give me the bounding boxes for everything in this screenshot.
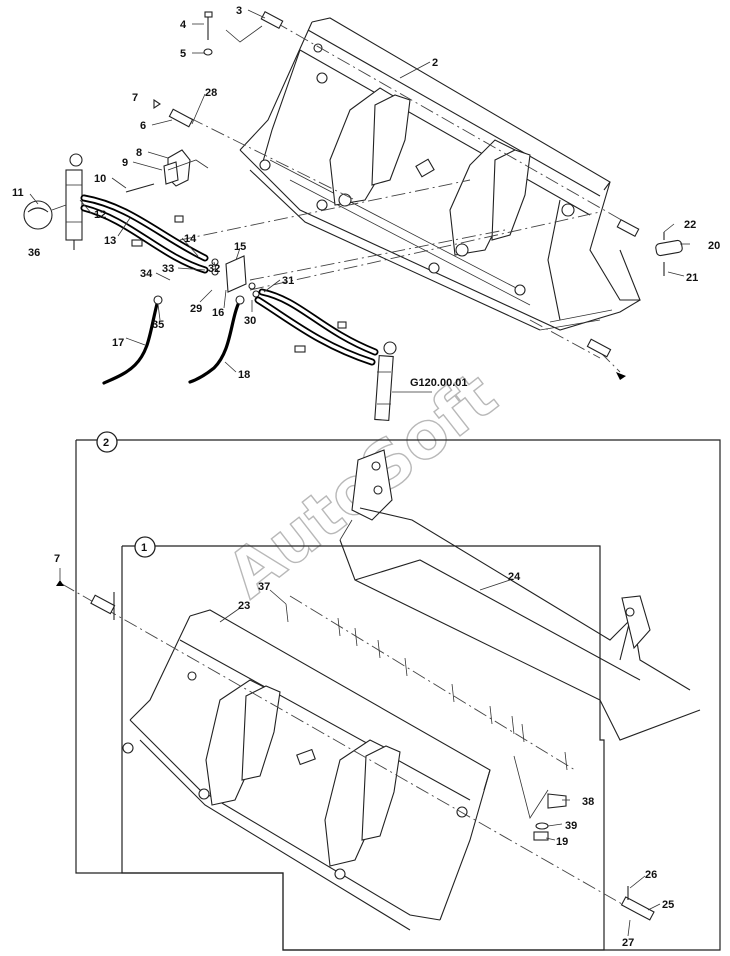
callout-28: 28 xyxy=(205,87,217,99)
callout-19: 19 xyxy=(556,836,568,848)
callout-labels: 2 3 4 5 28 7 6 8 9 10 11 12 36 13 14 15 … xyxy=(12,5,720,949)
hose-17 xyxy=(102,295,163,385)
axis-lines-top xyxy=(179,21,626,373)
callout-26: 26 xyxy=(645,869,657,881)
callout-27: 27 xyxy=(622,937,634,949)
bucket-23 xyxy=(122,609,491,931)
cylinder-left xyxy=(65,153,83,250)
callout-17: 17 xyxy=(112,337,124,349)
svg-text:1: 1 xyxy=(141,542,147,554)
callout-20: 20 xyxy=(708,240,720,252)
callout-31: 31 xyxy=(282,275,294,287)
bracket-8 xyxy=(125,149,209,193)
main-bucket xyxy=(239,17,641,331)
callout-25: 25 xyxy=(662,899,674,911)
callout-11: 11 xyxy=(12,187,24,199)
callout-15: 15 xyxy=(234,241,246,253)
variant-marker-2: 2 xyxy=(96,431,118,453)
arrow-markers xyxy=(56,372,626,586)
hoses-13-14 xyxy=(80,194,209,274)
bracket-20 xyxy=(655,232,683,276)
callout-32: 32 xyxy=(208,263,220,275)
callout-22: 22 xyxy=(684,219,696,231)
callout-18: 18 xyxy=(238,369,250,381)
clamp-detail xyxy=(23,200,67,230)
callout-36: 36 xyxy=(28,247,40,259)
variant-marker-1: 1 xyxy=(134,536,156,558)
callout-12: 12 xyxy=(94,209,106,221)
callout-24: 24 xyxy=(508,571,521,583)
callout-14: 14 xyxy=(184,233,197,245)
pin-right-top xyxy=(586,219,640,358)
callout-5: 5 xyxy=(180,48,186,60)
callout-29: 29 xyxy=(190,303,202,315)
callout-13: 13 xyxy=(104,235,116,247)
drawing-reference: G120.00.01 xyxy=(410,377,468,389)
callout-2: 2 xyxy=(432,57,438,69)
hoses-31 xyxy=(254,288,379,366)
callout-7: 7 xyxy=(132,92,138,104)
callout-10: 10 xyxy=(94,173,106,185)
callout-7-bottom: 7 xyxy=(54,553,60,565)
pin-6 xyxy=(153,98,194,128)
callout-23: 23 xyxy=(238,600,250,612)
callout-21: 21 xyxy=(686,272,698,284)
tooth-detail xyxy=(513,755,567,841)
callout-37: 37 xyxy=(258,581,270,593)
callout-39: 39 xyxy=(565,820,577,832)
pin-7-bottom xyxy=(90,592,116,620)
callout-33: 33 xyxy=(162,263,174,275)
pin-3 xyxy=(260,11,284,29)
axis-lines-bottom xyxy=(61,583,637,913)
callout-34: 34 xyxy=(140,268,153,280)
svg-text:2: 2 xyxy=(103,437,109,449)
hose-clips xyxy=(131,215,347,353)
callout-6: 6 xyxy=(140,120,146,132)
pin-25 xyxy=(620,886,655,921)
callout-30: 30 xyxy=(244,315,256,327)
variant-frame-1 xyxy=(121,545,605,951)
bolt-row-37 xyxy=(285,595,576,771)
callout-8: 8 xyxy=(136,147,142,159)
hose-18 xyxy=(188,295,245,384)
bolt-4 xyxy=(203,11,263,56)
callout-38: 38 xyxy=(582,796,594,808)
bucket-24 xyxy=(339,449,701,741)
valve-block-15 xyxy=(211,255,260,298)
callout-9: 9 xyxy=(122,157,128,169)
cylinder-right xyxy=(374,341,397,421)
leader-lines xyxy=(29,9,690,937)
callout-16: 16 xyxy=(212,307,224,319)
callout-35: 35 xyxy=(152,319,164,331)
callout-4: 4 xyxy=(180,19,187,31)
callout-3: 3 xyxy=(236,5,242,17)
